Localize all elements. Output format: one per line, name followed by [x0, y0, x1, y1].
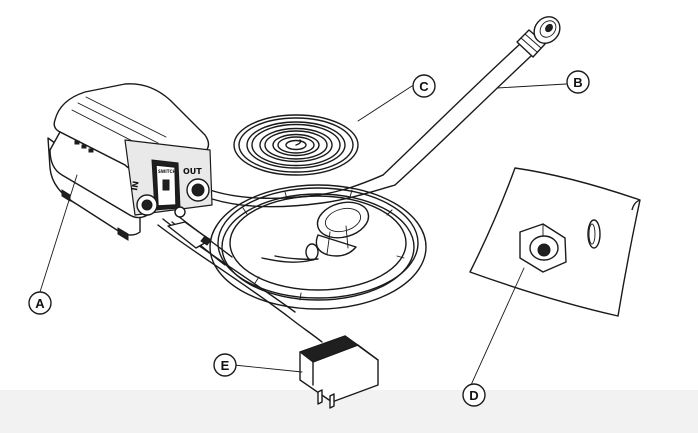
- vent-mark: [74, 140, 80, 145]
- callout-e-label: E: [221, 358, 230, 373]
- flat-coil-hose: [233, 114, 359, 176]
- long-hose: [382, 16, 561, 186]
- callout-d-label: D: [469, 388, 478, 403]
- power-adapter: [157, 218, 379, 409]
- callout-d: D: [462, 383, 486, 407]
- callout-e: E: [213, 353, 237, 377]
- callout-b: B: [566, 70, 590, 94]
- in-port-opening: [141, 199, 153, 211]
- control-unit: SWITCH IN OUT: [47, 83, 213, 241]
- leader-lines: [39, 83, 567, 386]
- footer-band: [0, 390, 698, 433]
- callout-c: C: [412, 74, 436, 98]
- callout-a: A: [28, 291, 52, 315]
- vent-mark: [88, 148, 94, 153]
- out-port-label: OUT: [183, 167, 202, 176]
- outlet-tube: [209, 174, 396, 208]
- callout-a-label: A: [35, 296, 45, 311]
- switch-label: SWITCH: [158, 169, 176, 174]
- callout-c-label: C: [419, 79, 429, 94]
- bulkhead-fitting: [469, 167, 641, 317]
- vent-mark: [81, 144, 87, 149]
- callout-b-label: B: [573, 75, 582, 90]
- toggle-switch[interactable]: [162, 179, 170, 191]
- coiled-hose-loop: [171, 184, 427, 310]
- in-port-label: IN: [130, 180, 141, 191]
- fitting: [174, 206, 186, 218]
- out-port-opening: [191, 183, 205, 197]
